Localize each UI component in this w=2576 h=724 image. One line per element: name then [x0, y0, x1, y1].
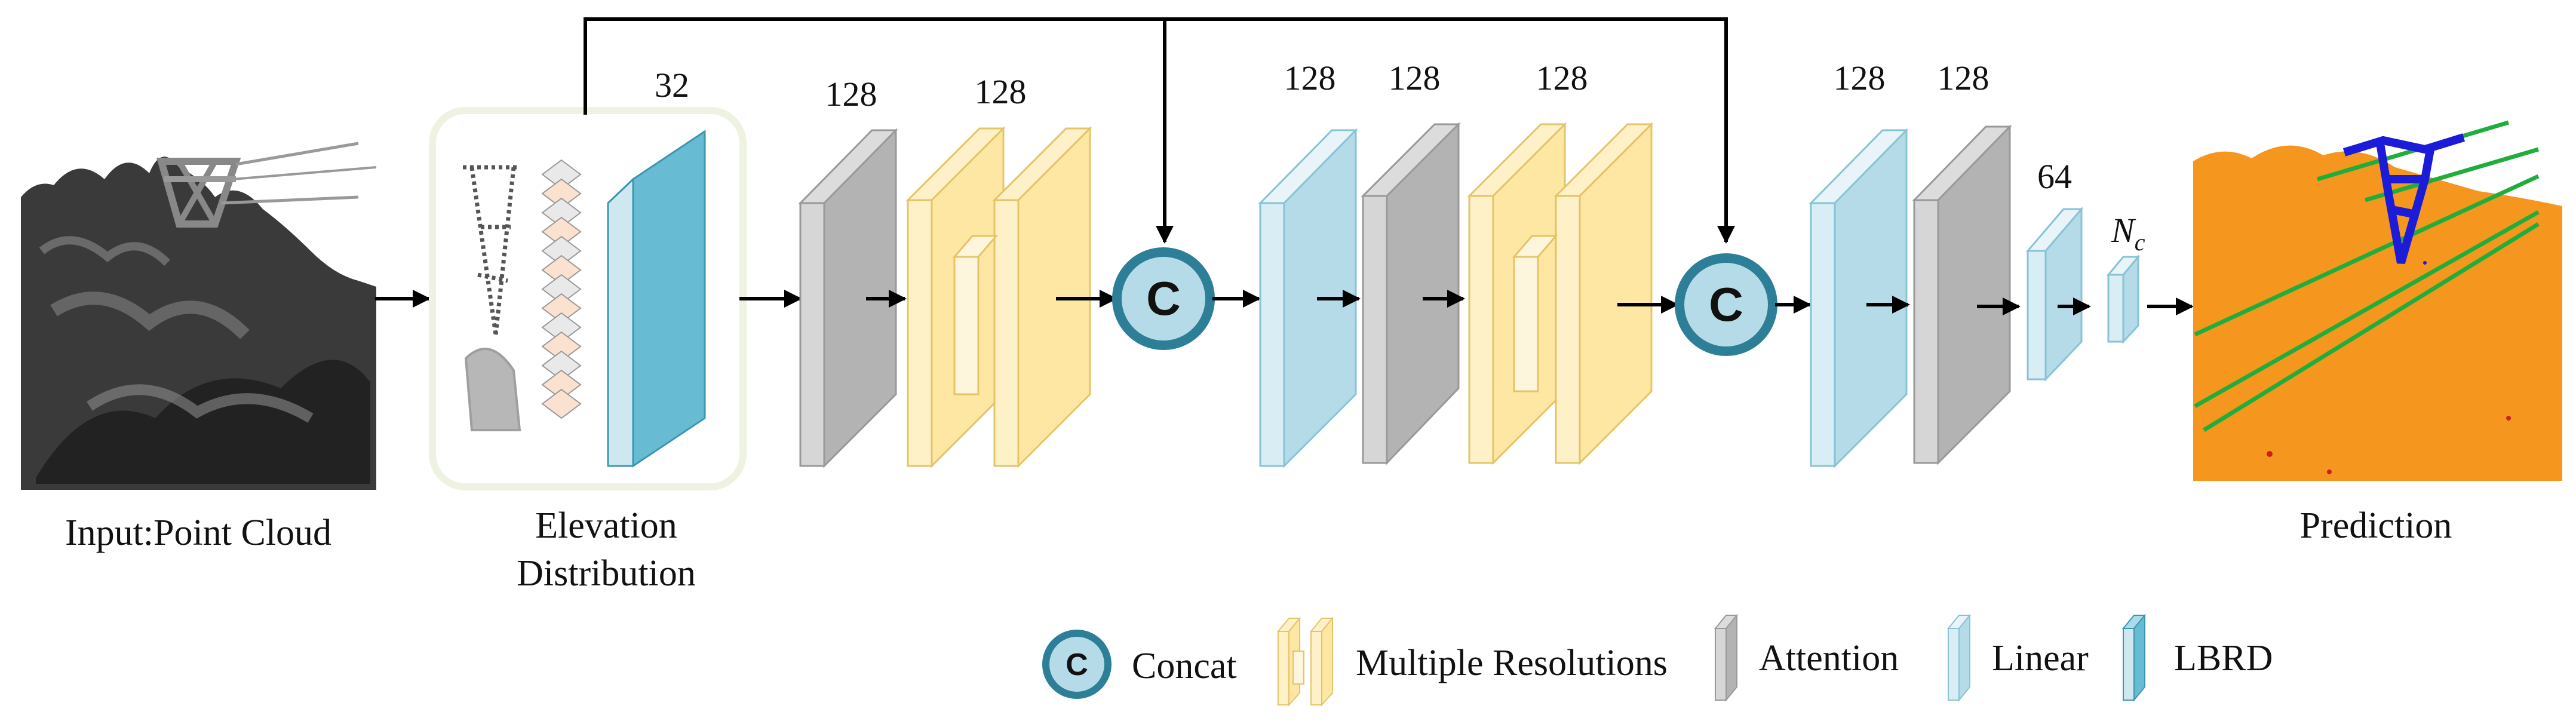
concat-node-1: C [1112, 247, 1215, 350]
channel-nc: Nc [2111, 211, 2145, 256]
legend-linear-swatch [1946, 613, 1972, 702]
legend: C Concat Multiple Resolutions Attention [1042, 613, 2273, 707]
legend-linear: Linear [1946, 613, 2089, 702]
elevation-distribution-panel [429, 107, 747, 490]
legend-attention: Attention [1714, 613, 1899, 702]
prediction-image [2193, 120, 2562, 481]
concat-node-2: C [1675, 253, 1777, 356]
legend-multires-label: Multiple Resolutions [1356, 643, 1668, 683]
linear-block-3 [1809, 128, 1909, 468]
legend-concat: C Concat [1042, 630, 1237, 699]
prediction-label: Prediction [2300, 505, 2452, 546]
multires-block-1 [905, 126, 1092, 468]
legend-attention-label: Attention [1759, 638, 1899, 679]
elevation-histogram-stack [541, 159, 582, 419]
concat-symbol-2: C [1709, 278, 1743, 331]
attention-block-3 [1912, 124, 2012, 465]
legend-concat-symbol: C [1066, 648, 1088, 682]
linear-block-output [2106, 254, 2141, 344]
channel-lin3: 128 [1834, 59, 1886, 97]
tower-sketch [463, 165, 521, 431]
channel-multi1: 128 [975, 72, 1027, 111]
legend-multires: Multiple Resolutions [1276, 616, 1668, 707]
legend-lbrd-label: LBRD [2174, 638, 2273, 679]
multires-block-2 [1467, 122, 1654, 465]
legend-concat-swatch [1042, 630, 1112, 699]
legend-concat-label: Concat [1132, 646, 1237, 686]
legend-multires-swatch [1276, 616, 1334, 707]
input-point-cloud-image [21, 142, 377, 490]
attention-block-2 [1361, 122, 1461, 465]
skip-connections [584, 17, 1735, 244]
elevation-label-line1: Elevation [535, 505, 677, 546]
channel-elev: 32 [655, 66, 689, 105]
concat-symbol-1: C [1146, 272, 1181, 325]
channel-attn3: 128 [1938, 59, 1989, 97]
nc-subscript: c [2135, 229, 2145, 256]
elevation-label-line2: Distribution [517, 553, 696, 594]
legend-attention-swatch [1714, 613, 1739, 702]
nc-base: N [2111, 211, 2136, 250]
attention-block-1 [798, 128, 898, 468]
channel-lin2: 128 [1284, 59, 1336, 97]
channel-lin4: 64 [2037, 157, 2072, 196]
legend-lbrd-swatch [2121, 613, 2147, 702]
channel-attn2: 128 [1389, 59, 1441, 97]
linear-block-4 [2025, 206, 2084, 382]
legend-lbrd: LBRD [2121, 613, 2273, 702]
input-label: Input:Point Cloud [65, 513, 331, 553]
legend-linear-label: Linear [1992, 638, 2089, 679]
channel-multi2: 128 [1536, 59, 1588, 97]
channel-attn1: 128 [825, 75, 877, 113]
elevation-lbrd-block [607, 130, 706, 468]
